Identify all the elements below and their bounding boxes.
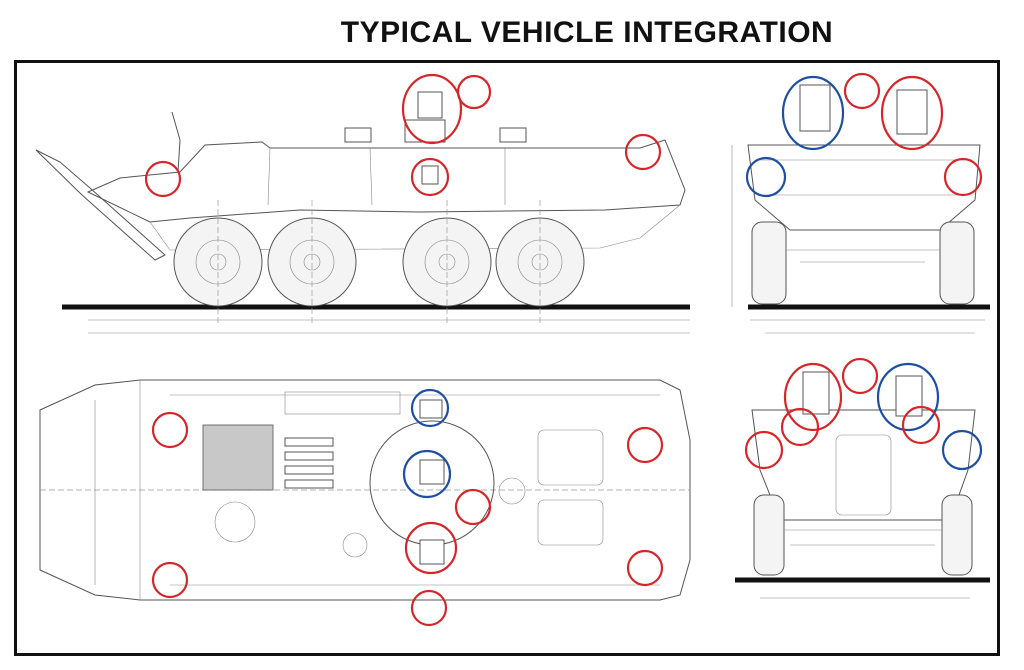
side-antenna <box>171 111 181 173</box>
rear-tire-left <box>753 494 785 576</box>
top-rear-panel <box>537 429 604 486</box>
marker-red <box>744 430 784 470</box>
marker-blue <box>402 449 452 499</box>
marker-blue <box>876 362 940 432</box>
marker-red <box>780 407 820 447</box>
marker-blue <box>941 429 983 471</box>
top-view <box>39 379 691 627</box>
front-axle <box>786 249 940 263</box>
top-engine-grille <box>202 424 274 491</box>
top-hull-outline <box>39 379 691 601</box>
top-hatch <box>342 532 368 558</box>
rear-axle <box>784 529 942 546</box>
marker-red <box>626 426 664 464</box>
marker-red <box>454 488 492 526</box>
page-title: TYPICAL VEHICLE INTEGRATION <box>340 16 834 49</box>
rear-sensor <box>895 375 923 417</box>
marker-red <box>410 157 450 197</box>
front-tire-right <box>939 221 975 305</box>
marker-red <box>880 75 944 151</box>
front-view <box>731 72 990 334</box>
marker-red <box>626 549 664 587</box>
marker-red <box>151 411 189 449</box>
marker-blue <box>410 388 450 428</box>
top-sensor <box>419 459 445 485</box>
marker-blue <box>781 75 845 151</box>
marker-red <box>843 72 881 110</box>
side-panel-line <box>267 147 271 206</box>
marker-red <box>404 521 458 575</box>
side-view <box>35 73 690 334</box>
side-roof-hatch <box>344 127 372 143</box>
front-hull-lines <box>760 159 968 196</box>
side-roof-hatch <box>499 127 527 143</box>
marker-red <box>901 405 941 445</box>
marker-red <box>151 561 189 599</box>
rear-view <box>735 357 990 599</box>
front-sensor <box>896 89 928 135</box>
rear-tire-right <box>941 494 973 576</box>
side-panel-line <box>369 147 373 206</box>
side-sensor <box>417 91 443 119</box>
front-tire-left <box>751 221 787 305</box>
marker-red <box>783 362 843 432</box>
top-hatch <box>498 477 526 505</box>
marker-red <box>624 133 662 171</box>
side-front-ramp <box>35 149 166 261</box>
marker-red <box>456 74 492 110</box>
side-lower-hull <box>149 204 681 251</box>
front-sensor <box>799 84 831 132</box>
top-vent-slats <box>284 437 334 489</box>
marker-red <box>841 357 879 395</box>
marker-blue <box>745 156 787 198</box>
marker-red <box>144 160 182 198</box>
marker-red <box>401 73 463 145</box>
rear-sensor <box>802 371 830 415</box>
top-rear-panel <box>537 499 604 546</box>
top-sensor <box>419 539 445 565</box>
side-hull <box>86 139 686 223</box>
marker-red <box>410 589 448 627</box>
rear-hull <box>751 409 976 521</box>
top-louver <box>284 391 401 415</box>
marker-red <box>943 157 983 197</box>
rear-door <box>835 434 892 516</box>
side-sensor <box>421 165 439 185</box>
side-wheels <box>173 217 585 307</box>
top-sensor <box>419 399 443 419</box>
top-hatch <box>214 501 256 543</box>
